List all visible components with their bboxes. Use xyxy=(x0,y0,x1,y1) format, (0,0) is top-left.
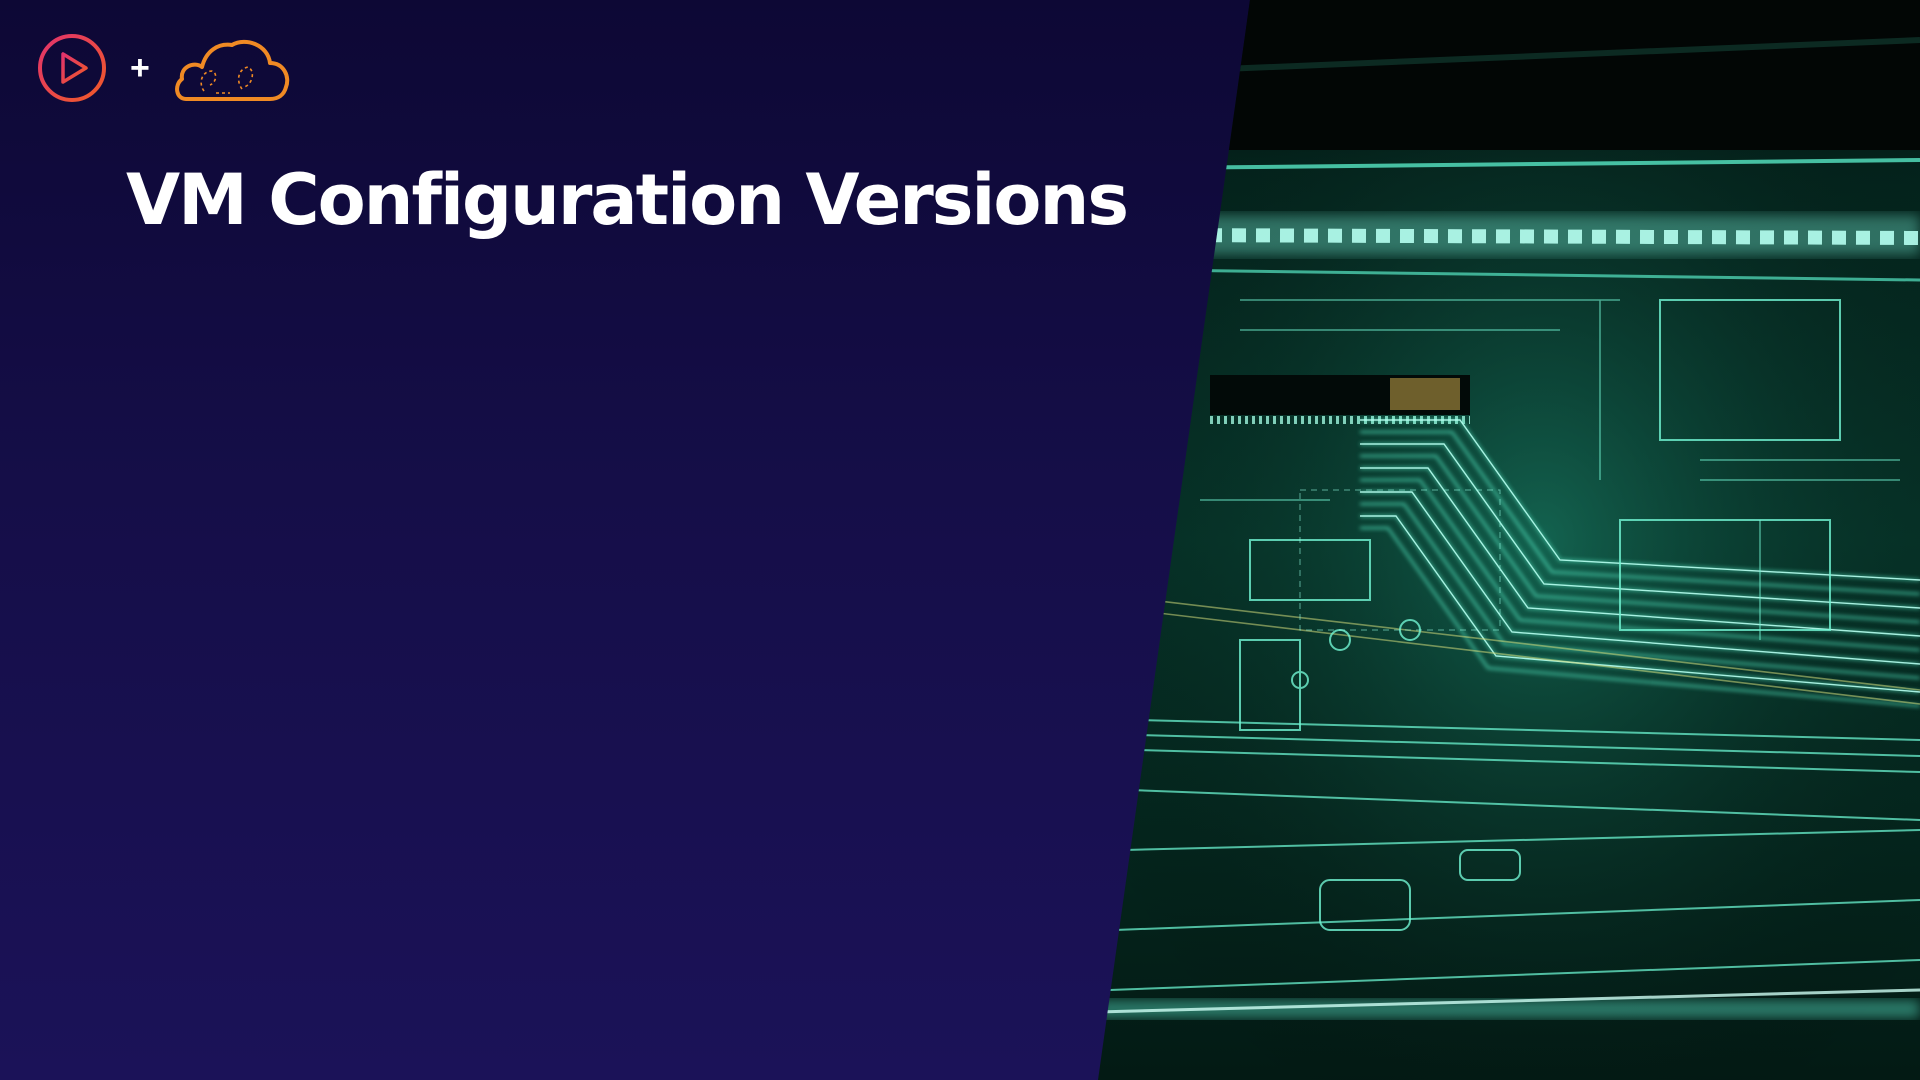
page-title: VM Configuration Versions xyxy=(126,159,1129,241)
cloud-guru-icon xyxy=(174,39,290,101)
plus-separator: + xyxy=(130,49,150,87)
brand-bar: + xyxy=(36,28,292,108)
play-circle-icon xyxy=(38,34,106,102)
